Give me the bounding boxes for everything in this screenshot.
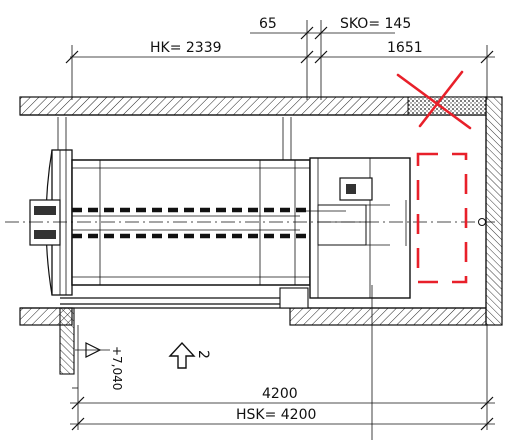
dim-hsk: HSK= 4200 xyxy=(236,407,316,423)
dim-gap: 65 xyxy=(259,16,277,32)
red-markup xyxy=(396,70,472,284)
dim-total: 4200 xyxy=(262,386,298,402)
top-dimension-chain: HK= 2339 65 SKO= 145 1651 xyxy=(65,16,495,100)
dim-sko: SKO= 145 xyxy=(340,16,411,32)
bottom-reference-lines xyxy=(72,285,488,440)
shaft-walls xyxy=(19,96,503,375)
arrow-index-label: 2 xyxy=(195,350,211,359)
guide-rails xyxy=(72,207,330,239)
level-marker: +7,040 xyxy=(75,342,124,390)
center-axis xyxy=(5,218,495,226)
level-label: +7,040 xyxy=(110,346,124,390)
bottom-dimension-chain: 4200 HSK= 4200 xyxy=(70,386,495,431)
direction-arrow-icon: 2 xyxy=(168,341,211,369)
dim-hk: HK= 2339 xyxy=(150,40,222,56)
dim-right-length: 1651 xyxy=(387,40,423,56)
cabin-unit xyxy=(296,157,411,299)
machine-unit xyxy=(29,117,311,309)
proposed-position-outline xyxy=(416,152,468,284)
cross-mark-icon xyxy=(396,70,472,130)
